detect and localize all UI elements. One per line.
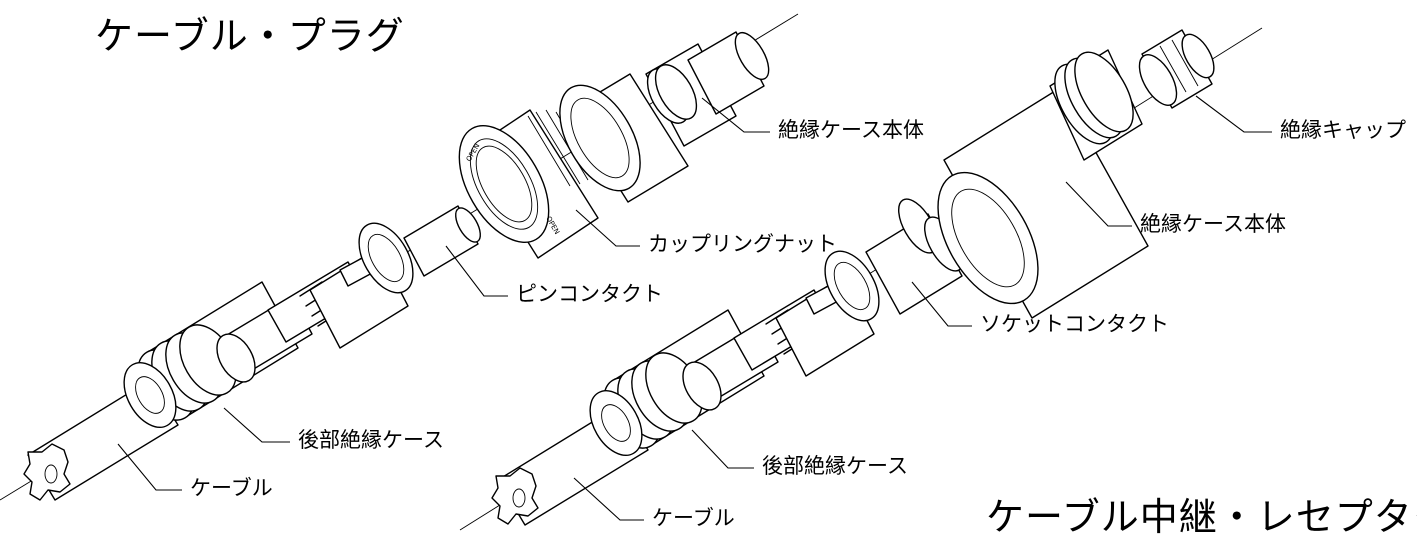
plug-assembly: OPEN OPEN (0, 13, 799, 501)
plug-pin-contact (403, 205, 481, 277)
plug-label-cable: ケーブル (190, 476, 273, 500)
leader-lines (117, 95, 1272, 521)
receptacle-insulation-cap (1138, 29, 1215, 109)
receptacle-assembly (459, 27, 1263, 531)
plug-coupling-nut: OPEN OPEN (458, 109, 599, 259)
plug-label-coupling-nut: カップリングナット (648, 232, 837, 256)
plug-insulation-case-body (559, 31, 770, 203)
receptacle-label-insulation-case-body: 絶縁ケース本体 (1140, 212, 1286, 236)
receptacle-label-rear-insulation-case: 後部絶縁ケース (762, 454, 908, 478)
receptacle-socket-contact (865, 198, 964, 315)
plug-label-pin-contact: ピンコンタクト (516, 282, 663, 306)
receptacle-label-insulation-cap: 絶縁キャップ (1280, 118, 1406, 142)
plug-label-rear-insulation-case: 後部絶縁ケース (298, 428, 444, 452)
receptacle-insulation-case-body (937, 49, 1149, 319)
receptacle-label-socket-contact: ソケットコンタクト (980, 312, 1169, 336)
receptacle-crimp-barrel (733, 250, 880, 377)
plug-title: ケーブル・プラグ (95, 14, 405, 58)
receptacle-label-cable: ケーブル (652, 506, 735, 530)
plug-label-insulation-case-body: 絶縁ケース本体 (778, 118, 924, 142)
plug-crimp-barrel (267, 222, 414, 349)
plug-rear-insulation-case (123, 281, 313, 428)
receptacle-title: ケーブル中継・レセプタクル (986, 495, 1417, 539)
